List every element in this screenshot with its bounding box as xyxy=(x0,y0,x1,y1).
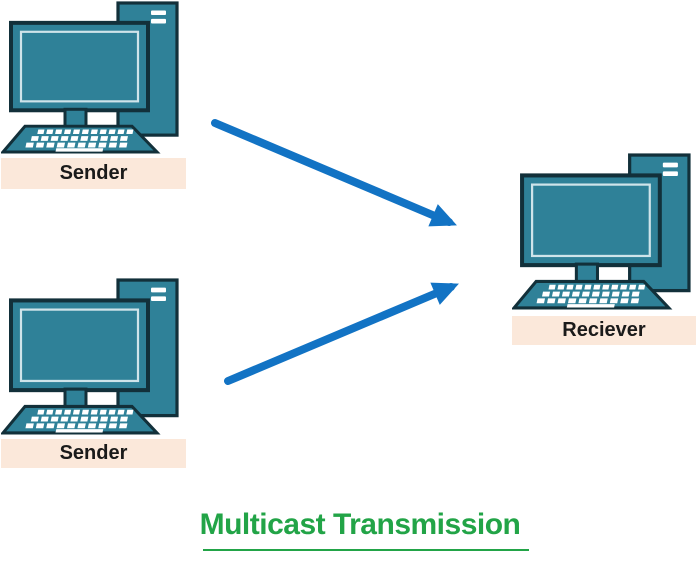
receiver-label: Reciever xyxy=(512,316,696,345)
computer-icon xyxy=(512,153,693,311)
multicast-arrow-sender2-to-receiver xyxy=(224,282,459,385)
sender-2-label: Sender xyxy=(1,439,186,468)
sender-1-label: Sender xyxy=(1,158,186,189)
title-underline xyxy=(203,549,529,551)
multicast-arrow-sender1-to-receiver xyxy=(211,119,457,227)
computer-icon xyxy=(1,1,181,155)
computer-icon xyxy=(1,278,181,436)
diagram-title: Multicast Transmission xyxy=(199,508,521,541)
